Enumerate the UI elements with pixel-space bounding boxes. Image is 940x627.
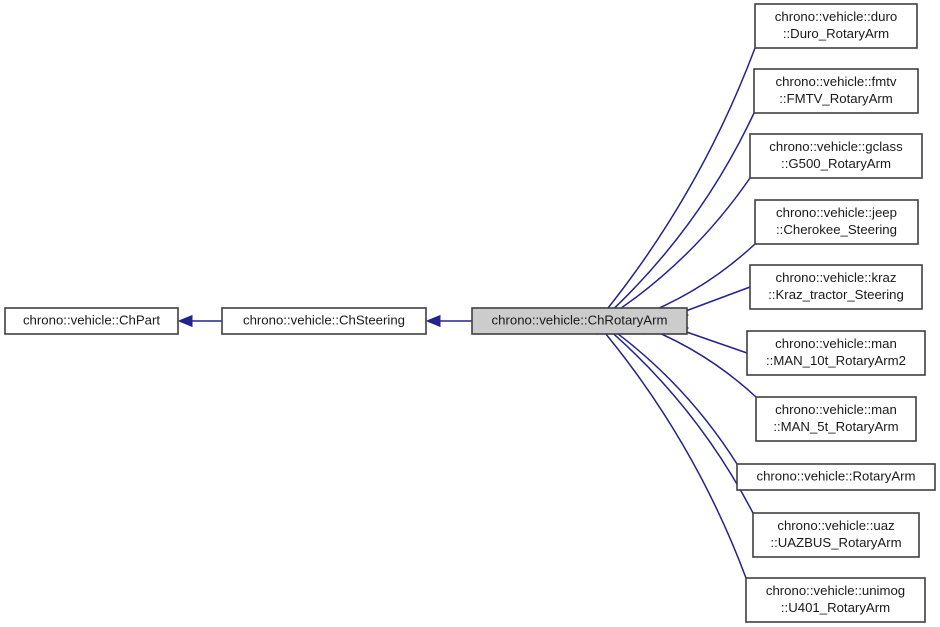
edge-line-gclass-g500-rotaryarm-to-chrotaryarm: [602, 177, 751, 321]
edge-line-fmtv-rotaryarm-to-chrotaryarm: [600, 112, 755, 322]
class-node-man-10t-rotaryarm2[interactable]: chrono::vehicle::man::MAN_10t_RotaryArm2: [746, 330, 926, 376]
node-label-line: ::G500_RotaryArm: [781, 156, 891, 171]
node-label-line: ::Duro_RotaryArm: [783, 26, 889, 41]
arrowhead-chsteering-to-chpart: [177, 314, 193, 328]
edge-line-uaz-uazbus-rotaryarm-to-chrotaryarm: [598, 320, 754, 514]
node-box: [221, 307, 427, 335]
node-label-line: chrono::vehicle::jeep: [776, 205, 897, 220]
class-node-gclass-g500-rotaryarm[interactable]: chrono::vehicle::gclass::G500_RotaryArm: [749, 133, 923, 179]
node-box: [745, 577, 926, 623]
node-label-line: chrono::vehicle::uaz: [777, 518, 894, 533]
node-box: [4, 307, 179, 335]
class-node-uaz-uazbus-rotaryarm[interactable]: chrono::vehicle::uaz::UAZBUS_RotaryArm: [752, 512, 920, 558]
node-label-line: ::MAN_10t_RotaryArm2: [766, 353, 906, 368]
class-node-chpart[interactable]: chrono::vehicle::ChPart: [4, 307, 179, 335]
node-label-line: ::Kraz_tractor_Steering: [768, 287, 904, 302]
node-box: [753, 68, 919, 114]
node-box: [752, 512, 920, 558]
node-label-line: chrono::vehicle::RotaryArm: [756, 468, 915, 483]
node-box: [736, 463, 936, 491]
node-label-line: ::Cherokee_Steering: [776, 222, 897, 237]
class-node-chrotaryarm[interactable]: chrono::vehicle::ChRotaryArm: [471, 307, 688, 335]
edge-line-unimog-u401-rotaryarm-to-chrotaryarm: [594, 320, 747, 579]
edge-line-rotaryarm-to-chrotaryarm: [601, 321, 738, 465]
class-node-fmtv-rotaryarm[interactable]: chrono::vehicle::fmtv::FMTV_RotaryArm: [753, 68, 919, 114]
node-box: [755, 396, 917, 442]
node-box: [749, 264, 923, 310]
class-node-jeep-cherokee-steering[interactable]: chrono::vehicle::jeep::Cherokee_Steering: [754, 199, 919, 245]
node-label-line: chrono::vehicle::man: [775, 336, 897, 351]
node-box: [754, 3, 918, 49]
node-label-line: chrono::vehicle::kraz: [776, 270, 897, 285]
class-node-kraz-tractor-steering[interactable]: chrono::vehicle::kraz::Kraz_tractor_Stee…: [749, 264, 923, 310]
node-label-line: chrono::vehicle::ChRotaryArm: [492, 312, 668, 327]
class-node-chsteering[interactable]: chrono::vehicle::ChSteering: [221, 307, 427, 335]
class-node-man-5t-rotaryarm[interactable]: chrono::vehicle::man::MAN_5t_RotaryArm: [755, 396, 917, 442]
node-label-line: chrono::vehicle::ChPart: [23, 312, 160, 327]
node-box: [746, 330, 926, 376]
node-box: [754, 199, 919, 245]
class-node-rotaryarm[interactable]: chrono::vehicle::RotaryArm: [736, 463, 936, 491]
class-node-unimog-u401-rotaryarm[interactable]: chrono::vehicle::unimog::U401_RotaryArm: [745, 577, 926, 623]
node-label-line: chrono::vehicle::gclass: [769, 139, 903, 154]
node-label-line: chrono::vehicle::man: [775, 402, 897, 417]
node-label-line: chrono::vehicle::ChSteering: [243, 312, 405, 327]
class-node-duro-rotaryarm[interactable]: chrono::vehicle::duro::Duro_RotaryArm: [754, 3, 918, 49]
edge-line-duro-rotaryarm-to-chrotaryarm: [597, 47, 756, 322]
node-label-line: ::FMTV_RotaryArm: [779, 91, 893, 106]
node-label-line: chrono::vehicle::fmtv: [776, 74, 897, 89]
node-label-line: chrono::vehicle::duro: [775, 9, 897, 24]
node-box: [471, 307, 688, 335]
node-label-line: ::U401_RotaryArm: [781, 600, 890, 615]
node-box: [749, 133, 923, 179]
node-label-line: ::UAZBUS_RotaryArm: [770, 535, 901, 550]
node-label-line: chrono::vehicle::unimog: [766, 583, 905, 598]
arrowhead-chrotaryarm-to-chsteering: [425, 314, 441, 328]
node-label-line: ::MAN_5t_RotaryArm: [773, 419, 898, 434]
